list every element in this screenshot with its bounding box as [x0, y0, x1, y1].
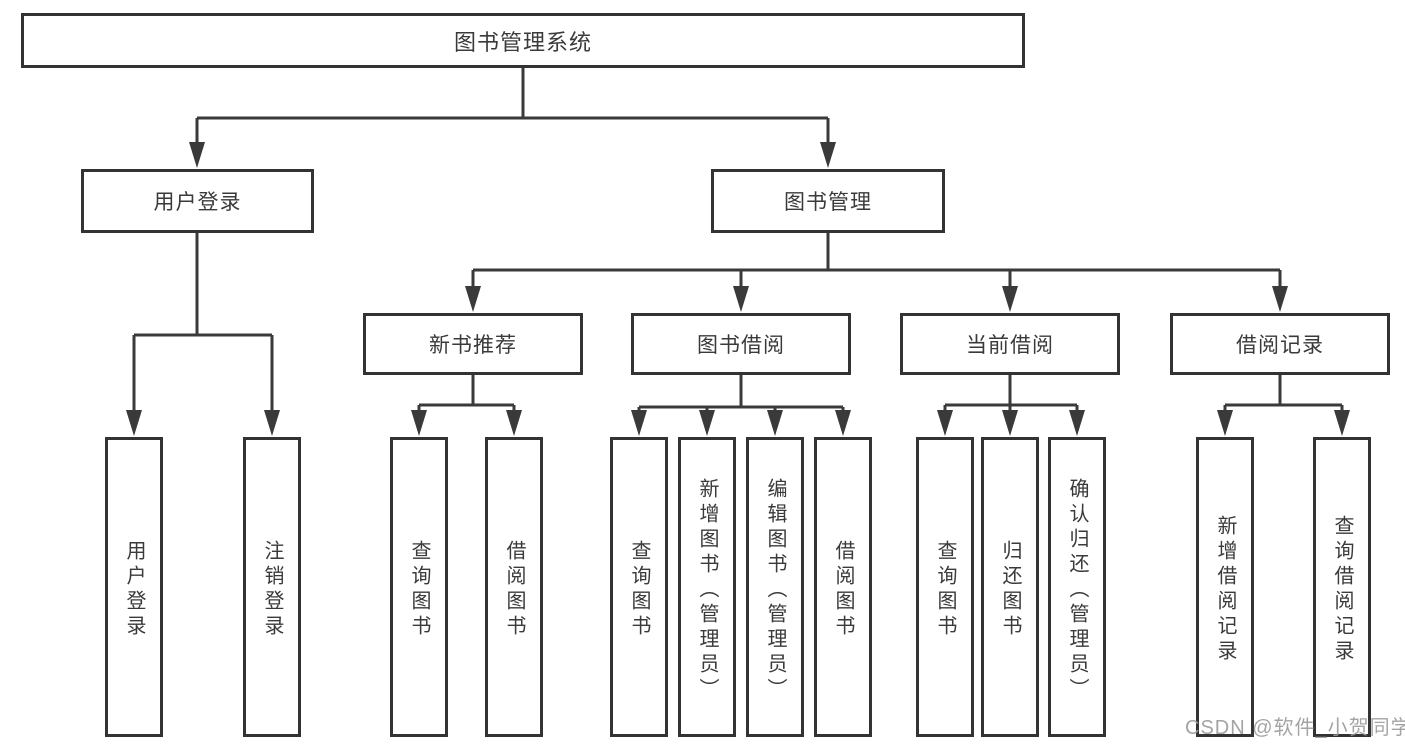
leaf-current-return-books: 归还图书: [981, 437, 1039, 737]
leaf-logout: 注销登录: [243, 437, 301, 737]
node-new-book-recommend: 新书推荐: [363, 313, 583, 375]
node-book-management-label: 图书管理: [784, 191, 872, 214]
node-book-borrow-label: 图书借阅: [697, 334, 785, 357]
leaf-records-add-record: 新增借阅记录: [1196, 437, 1254, 737]
leaf-borrow-add-books-admin: 新增图书（管理员）: [678, 437, 736, 737]
leaf-records-query-record-label: 查询借阅记录: [1331, 515, 1353, 665]
node-borrow-records: 借阅记录: [1170, 313, 1390, 375]
leaf-current-confirm-return-admin: 确认归还（管理员）: [1048, 437, 1106, 737]
leaf-borrow-add-books-admin-label: 新增图书（管理员）: [696, 477, 718, 703]
leaf-borrow-edit-books-admin-label: 编辑图书（管理员）: [764, 477, 786, 703]
leaf-current-confirm-return-admin-label: 确认归还（管理员）: [1066, 477, 1088, 703]
leaf-current-return-books-label: 归还图书: [999, 540, 1021, 640]
leaf-records-add-record-label: 新增借阅记录: [1214, 515, 1236, 665]
node-user-login: 用户登录: [81, 169, 314, 233]
leaf-logout-label: 注销登录: [261, 540, 283, 640]
leaf-recommend-query-books-label: 查询图书: [408, 540, 430, 640]
leaf-borrow-borrow-books: 借阅图书: [814, 437, 872, 737]
leaf-borrow-edit-books-admin: 编辑图书（管理员）: [746, 437, 804, 737]
leaf-recommend-query-books: 查询图书: [390, 437, 448, 737]
leaf-current-query-books-label: 查询图书: [934, 540, 956, 640]
leaf-borrow-borrow-books-label: 借阅图书: [832, 540, 854, 640]
arrowhead-group: [126, 142, 1350, 436]
leaf-records-query-record: 查询借阅记录: [1313, 437, 1371, 737]
csdn-watermark: CSDN @软件_小贺同学: [1185, 717, 1405, 739]
node-root-label: 图书管理系统: [453, 29, 592, 55]
node-current-borrow-label: 当前借阅: [966, 334, 1054, 357]
node-borrow-records-label: 借阅记录: [1236, 334, 1324, 357]
leaf-borrow-query-books: 查询图书: [610, 437, 668, 737]
node-current-borrow: 当前借阅: [900, 313, 1120, 375]
node-book-management: 图书管理: [711, 169, 945, 233]
node-root-system: 图书管理系统: [21, 13, 1025, 68]
leaf-recommend-borrow-books: 借阅图书: [485, 437, 543, 737]
leaf-current-query-books: 查询图书: [916, 437, 974, 737]
leaf-user-login: 用户登录: [105, 437, 163, 737]
leaf-recommend-borrow-books-label: 借阅图书: [503, 540, 525, 640]
node-new-book-recommend-label: 新书推荐: [429, 334, 517, 357]
leaf-borrow-query-books-label: 查询图书: [628, 540, 650, 640]
leaf-user-login-label: 用户登录: [123, 540, 145, 640]
node-user-login-label: 用户登录: [153, 191, 242, 214]
node-book-borrow: 图书借阅: [631, 313, 851, 375]
